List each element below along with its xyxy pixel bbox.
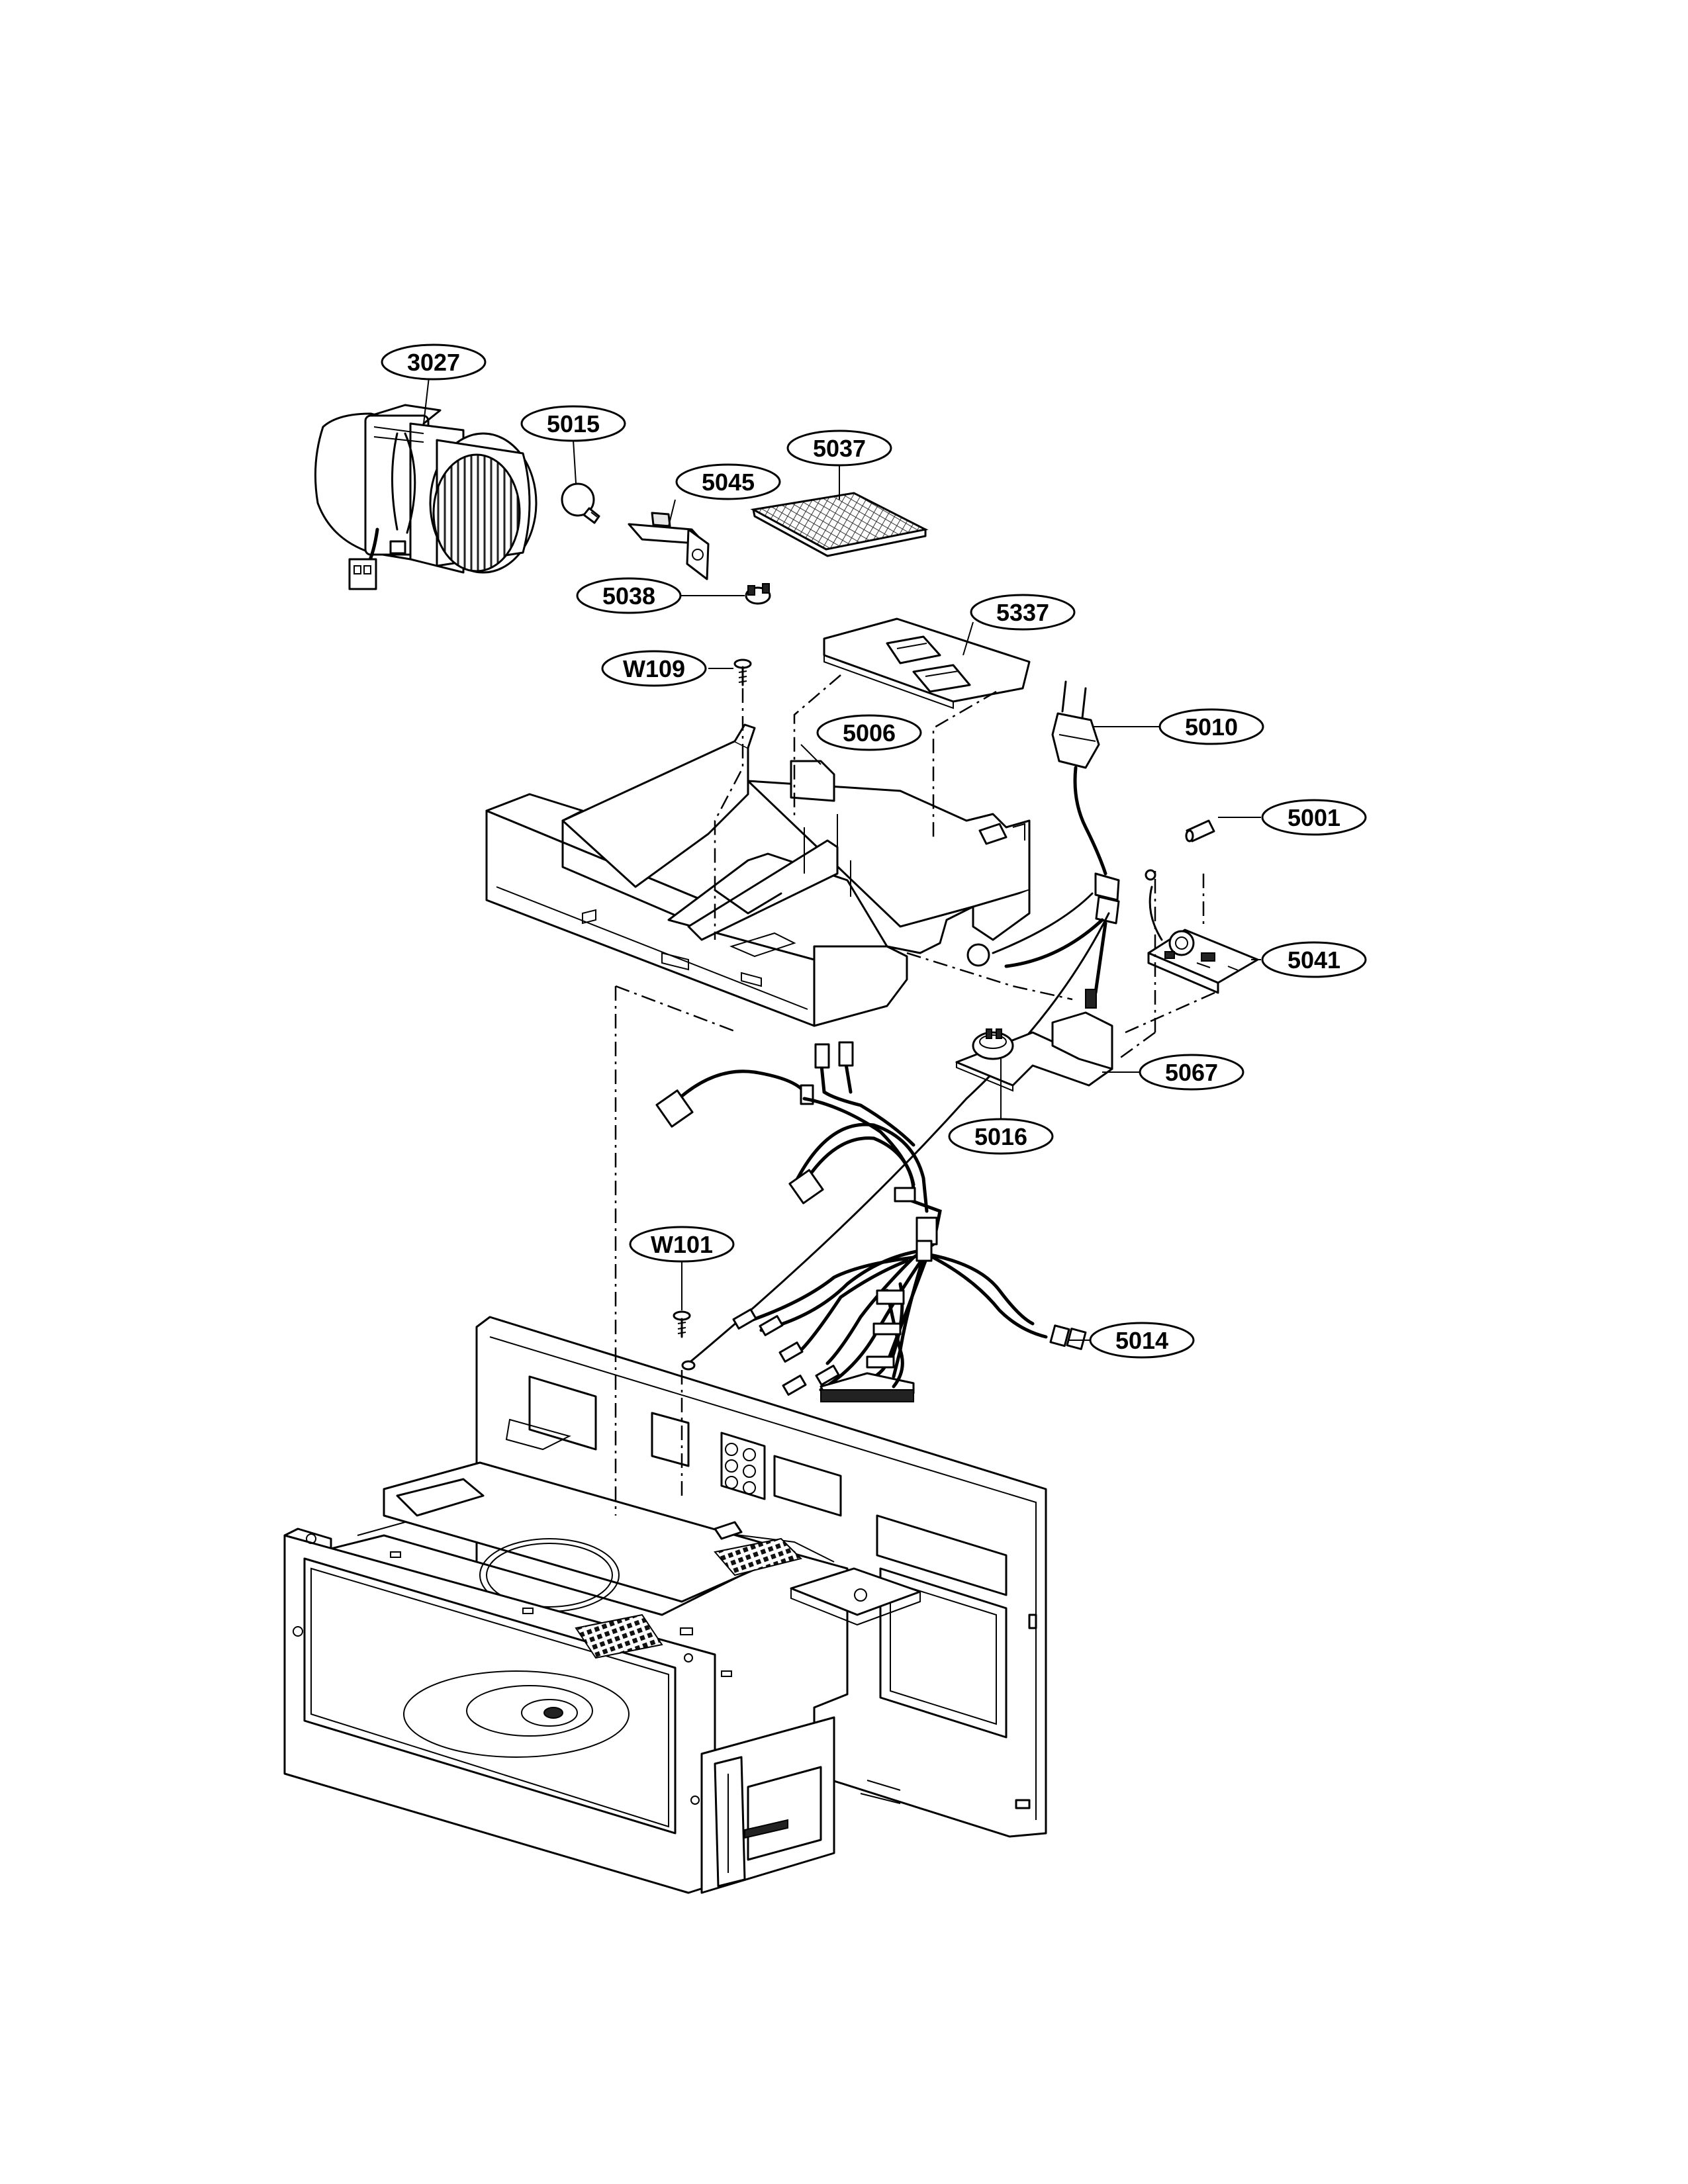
part-label-5016: 5016 — [948, 1118, 1054, 1155]
filter-mesh — [750, 492, 929, 557]
alignment-lines — [614, 674, 1215, 1516]
thermostat-small — [745, 583, 771, 605]
lamp-bulb — [561, 482, 600, 524]
svg-text:5038: 5038 — [602, 582, 655, 610]
lamp-socket-bracket — [628, 512, 710, 580]
blower-motor-assembly — [314, 404, 538, 590]
part-label-5010: 5010 — [1158, 708, 1264, 745]
part-label-3027: 3027 — [381, 343, 487, 381]
svg-text:5037: 5037 — [813, 435, 866, 462]
svg-text:5006: 5006 — [843, 719, 896, 747]
part-label-5045: 5045 — [675, 463, 781, 500]
leader-3027 — [423, 377, 430, 424]
part-label-5041: 5041 — [1261, 941, 1367, 978]
noise-filter-board — [1145, 869, 1259, 994]
damper-plate — [823, 617, 1031, 709]
part-label-5006: 5006 — [816, 714, 922, 751]
svg-text:5337: 5337 — [996, 599, 1049, 626]
part-label-w101: W101 — [629, 1226, 735, 1263]
part-label-5067: 5067 — [1139, 1054, 1244, 1091]
part-label-5014: 5014 — [1089, 1322, 1195, 1359]
power-cord — [687, 680, 1120, 1365]
svg-text:3027: 3027 — [407, 349, 460, 376]
leader-5045 — [668, 499, 676, 527]
part-label-5001: 5001 — [1261, 799, 1367, 836]
svg-text:W101: W101 — [651, 1231, 713, 1258]
svg-text:5015: 5015 — [547, 410, 600, 437]
svg-text:5041: 5041 — [1288, 946, 1340, 974]
part-label-5337: 5337 — [970, 594, 1076, 631]
svg-text:5010: 5010 — [1185, 713, 1238, 741]
screw-w101 — [673, 1310, 696, 1371]
cavity-assembly — [283, 1316, 1047, 1894]
thermostat-bracket — [955, 1011, 1113, 1092]
svg-text:5016: 5016 — [974, 1123, 1027, 1150]
air-guide-base — [485, 723, 1031, 1027]
svg-text:W109: W109 — [623, 655, 685, 682]
part-label-w109: W109 — [601, 650, 707, 687]
svg-text:5014: 5014 — [1115, 1327, 1168, 1354]
wire-harness — [655, 1041, 1087, 1402]
screw-w109 — [733, 659, 752, 686]
part-label-5038: 5038 — [576, 577, 682, 614]
svg-text:5001: 5001 — [1288, 804, 1340, 831]
part-label-5037: 5037 — [786, 430, 892, 467]
fuse — [1185, 819, 1215, 842]
svg-text:5067: 5067 — [1165, 1059, 1218, 1086]
leader-5006 — [800, 744, 821, 765]
leader-5337 — [962, 621, 974, 656]
part-label-5015: 5015 — [520, 405, 626, 442]
leader-5015 — [573, 439, 577, 484]
svg-text:5045: 5045 — [702, 469, 755, 496]
thermal-cutout — [972, 1028, 1014, 1060]
